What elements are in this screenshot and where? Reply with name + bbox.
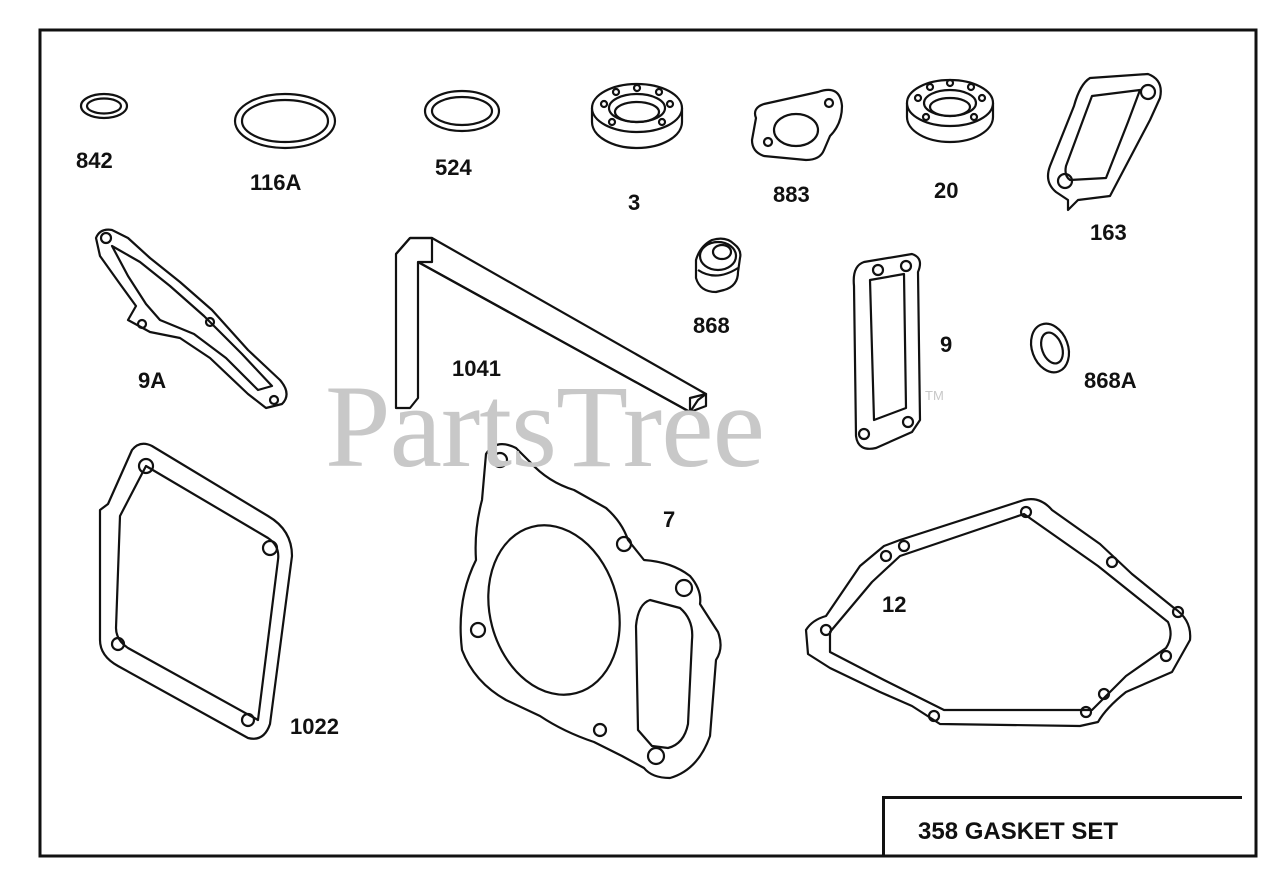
- label-9A[interactable]: 9A: [138, 368, 167, 393]
- part-12-gasket[interactable]: [804, 498, 1192, 728]
- label-868[interactable]: 868: [693, 313, 730, 338]
- part-524-ring[interactable]: [423, 89, 501, 133]
- part-883-gasket[interactable]: [750, 88, 844, 162]
- label-883[interactable]: 883: [773, 182, 810, 207]
- part-842-ring[interactable]: [79, 92, 129, 120]
- part-868A-washer[interactable]: [1025, 318, 1076, 377]
- part-868-seal[interactable]: [694, 237, 742, 294]
- part-1041-bracket[interactable]: [394, 236, 708, 414]
- label-7[interactable]: 7: [663, 507, 676, 532]
- part-20-seal[interactable]: [905, 78, 995, 144]
- part-3-seal[interactable]: [590, 82, 684, 150]
- part-7-gasket[interactable]: [459, 443, 722, 780]
- watermark-text: PartsTree: [325, 361, 765, 492]
- set-title-box: [882, 796, 1242, 856]
- label-1022[interactable]: 1022: [290, 714, 339, 739]
- part-1022-gasket[interactable]: [98, 442, 294, 740]
- set-title: 358 GASKET SET: [918, 818, 1119, 845]
- label-1041[interactable]: 1041: [452, 356, 501, 381]
- label-868A[interactable]: 868A: [1084, 368, 1137, 393]
- label-842[interactable]: 842: [76, 148, 113, 173]
- label-12[interactable]: 12: [882, 592, 907, 617]
- label-163[interactable]: 163: [1090, 220, 1127, 245]
- part-9A-gasket[interactable]: [94, 228, 288, 410]
- label-116A[interactable]: 116A: [250, 170, 302, 195]
- part-163-gasket[interactable]: [1046, 72, 1162, 212]
- label-3[interactable]: 3: [628, 190, 641, 215]
- label-20[interactable]: 20: [934, 178, 959, 203]
- watermark-trademark: TM: [925, 388, 944, 403]
- label-9[interactable]: 9: [940, 332, 953, 357]
- label-524[interactable]: 524: [435, 155, 472, 180]
- part-116A-ring[interactable]: [233, 92, 337, 150]
- part-9-gasket[interactable]: [852, 252, 922, 450]
- diagram-border: [38, 28, 1258, 858]
